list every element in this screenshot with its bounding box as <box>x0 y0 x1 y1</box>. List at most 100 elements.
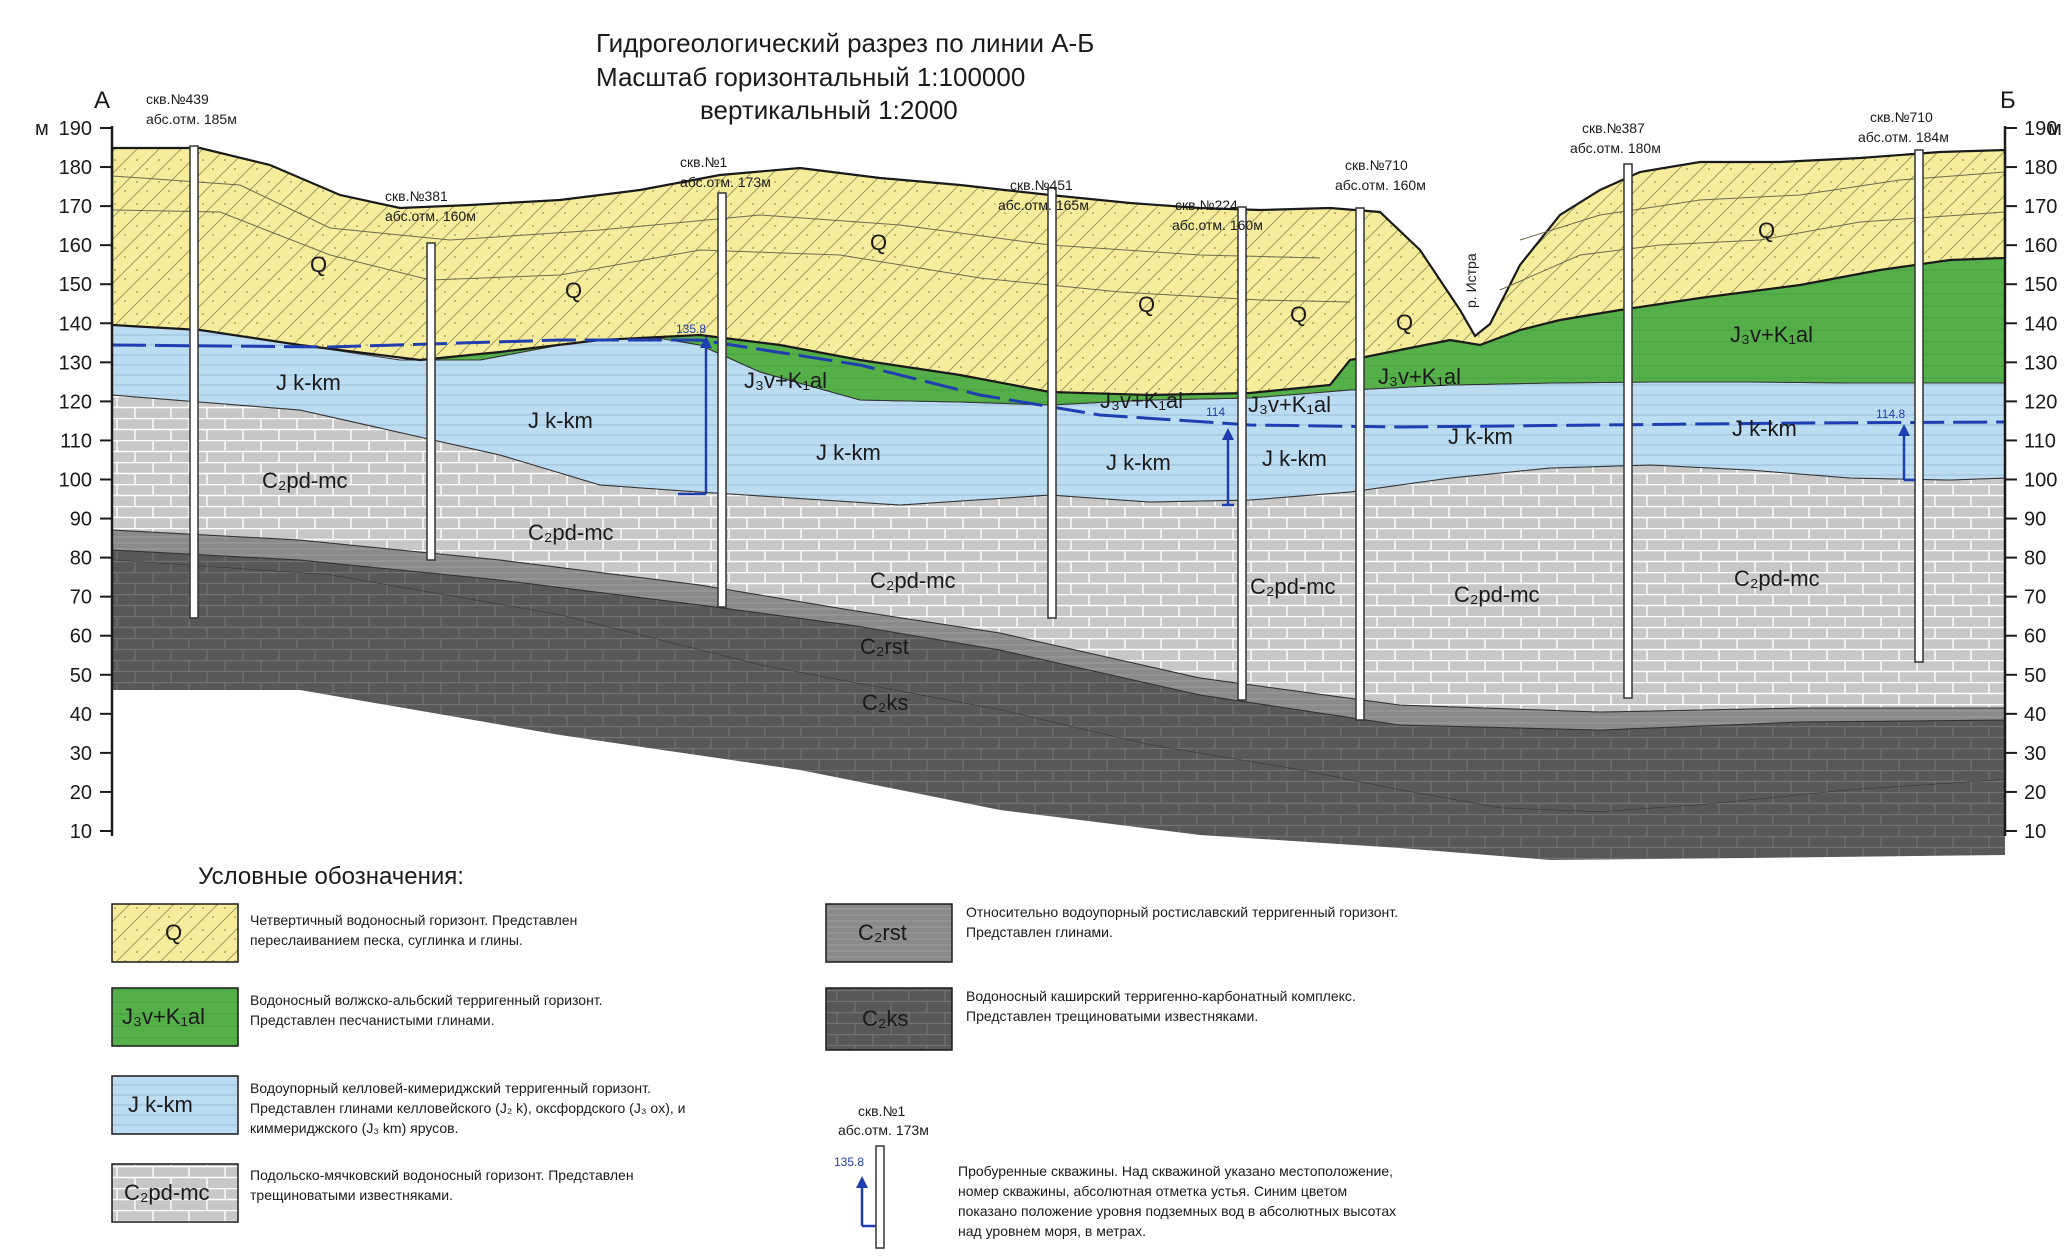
legend-well-elev: абс.отм. 173м <box>838 1122 929 1138</box>
legend-c2ks-desc-2: Представлен трещиноватыми известняками. <box>966 1008 1258 1024</box>
legend-swatch-q-label: Q <box>165 920 182 945</box>
axis-tick-label-right: 100 <box>2024 470 2057 492</box>
axis-tick-label-right: 50 <box>2024 665 2046 687</box>
legend-jk-desc-3: киммериджского (J₃ km) ярусов. <box>250 1120 458 1136</box>
axis-tick-label-right: 190 <box>2024 118 2057 140</box>
axis-tick-label-right: 150 <box>2024 274 2057 296</box>
section-unit-labels: Q Q Q Q Q Q Q J₃v+K₁al J₃v+K₁al J₃v+K₁al… <box>262 218 1820 715</box>
legend-c2pd-desc-2: трещиноватыми известняками. <box>250 1187 453 1203</box>
legend-well-water-level: 135.8 <box>834 1155 864 1169</box>
end-label-a: А <box>94 87 110 114</box>
well-710b-water-level: 114.8 <box>1876 407 1905 421</box>
label-c2pd-6: C₂pd-mc <box>1734 566 1820 591</box>
label-c2pd-1: C₂pd-mc <box>262 468 348 493</box>
groundwater-level-line <box>111 338 2006 429</box>
geologic-layers <box>110 146 2007 860</box>
well-381-elev: абс.отм. 160м <box>385 208 476 224</box>
axis-tick-label-left: 190 <box>59 118 92 140</box>
well-224-water-level: 114 <box>1206 405 1225 419</box>
label-q-3: Q <box>870 230 887 255</box>
legend-well-bore <box>875 1145 885 1249</box>
well-224-bore <box>1237 206 1247 701</box>
well-710b-elev: абс.отм. 184м <box>1858 129 1949 145</box>
well-451-name: скв.№451 <box>1010 177 1073 193</box>
axis-tick-label-right: 120 <box>2024 391 2057 413</box>
legend-well-name: скв.№1 <box>858 1103 905 1119</box>
label-q-5: Q <box>1290 302 1307 327</box>
axis-tick-label-left: 150 <box>59 274 92 296</box>
axis-tick-label-left: 50 <box>70 665 92 687</box>
axis-tick-label-left: 10 <box>70 821 92 843</box>
right-axis: м 19018017016015014013012011010090807060… <box>2003 118 2062 843</box>
legend-swatch-c2pd-label: C₂pd-mc <box>124 1180 210 1205</box>
axis-tick-label-right: 70 <box>2024 587 2046 609</box>
river-label: р. Истра <box>1463 253 1479 308</box>
label-c2pd-4: C₂pd-mc <box>1250 574 1336 599</box>
label-jk-2: J k-km <box>528 408 593 433</box>
axis-tick-label-right: 30 <box>2024 743 2046 765</box>
axis-tick-label-right: 130 <box>2024 352 2057 374</box>
label-c2ks: C₂ks <box>862 690 908 715</box>
axis-tick-label-right: 60 <box>2024 626 2046 648</box>
label-jk-3: J k-km <box>816 440 881 465</box>
label-c2pd-2: C₂pd-mc <box>528 520 614 545</box>
legend-swatch-q <box>111 903 239 963</box>
well-710a-elev: абс.отм. 160м <box>1335 177 1426 193</box>
axis-tick-label-right: 40 <box>2024 704 2046 726</box>
label-jk-7: J k-km <box>1732 416 1797 441</box>
well-710a-bore <box>1355 207 1365 721</box>
label-c2pd-5: C₂pd-mc <box>1454 582 1540 607</box>
legend-well-desc-3: показано положение уровня подземных вод … <box>958 1203 1396 1219</box>
axis-tick-label-right: 110 <box>2024 430 2056 452</box>
legend-swatch-c2ks <box>825 987 953 1051</box>
wells: скв.№439 абс.отм. 185м скв.№381 абс.отм.… <box>146 91 1949 721</box>
axis-tick-label-left: 70 <box>70 587 92 609</box>
layer-c2ks-lower <box>112 560 2005 860</box>
label-jk-5: J k-km <box>1262 446 1327 471</box>
title-line-2: Масштаб горизонтальный 1:100000 <box>596 62 1025 92</box>
axis-tick-label-right: 140 <box>2024 313 2057 335</box>
well-439-elev: абс.отм. 185м <box>146 111 237 127</box>
axis-tick-label-left: 180 <box>59 157 92 179</box>
axis-unit-right: м <box>2048 118 2062 140</box>
q-hairline-1 <box>111 209 1351 303</box>
legend-well-desc-1: Пробуренные скважины. Над скважиной указ… <box>958 1163 1393 1179</box>
legend-swatch-c2rst <box>825 903 953 963</box>
well-710b-name: скв.№710 <box>1870 109 1933 125</box>
legend-jk-desc-2: Представлен глинами келловейского (J₂ k)… <box>250 1100 685 1116</box>
legend-jk-desc-1: Водоупорный келловей-кимериджский терриг… <box>250 1080 651 1096</box>
legend-jv-desc-1: Водоносный волжско-альбский терригенный … <box>250 992 603 1008</box>
axis-tick-label-left: 170 <box>59 196 92 218</box>
axis-tick-label-left: 100 <box>59 470 92 492</box>
label-jv-2: J₃v+K₁al <box>1100 388 1183 413</box>
well-381-name: скв.№381 <box>385 188 448 204</box>
axis-tick-label-left: 160 <box>59 235 92 257</box>
well-1-water-level: 135.8 <box>676 322 706 336</box>
legend-c2rst-desc-2: Представлен глинами. <box>966 924 1113 940</box>
axis-tick-label-right: 90 <box>2024 509 2046 531</box>
well-439-name: скв.№439 <box>146 91 209 107</box>
well-439-bore <box>189 145 199 619</box>
label-q-2: Q <box>565 278 582 303</box>
legend-swatch-c2pd <box>111 1163 239 1223</box>
layer-q <box>110 146 2007 397</box>
axis-tick-label-right: 170 <box>2024 196 2057 218</box>
well-1-bore <box>717 192 727 608</box>
well-710a-name: скв.№710 <box>1345 157 1408 173</box>
axis-unit-left: м <box>35 118 49 140</box>
axis-tick-label-left: 20 <box>70 782 92 804</box>
title-line-3: вертикальный 1:2000 <box>700 95 958 125</box>
legend-well-desc-2: номер скважины, абсолютная отметка устья… <box>958 1183 1347 1199</box>
legend: Условные обозначения: Q Четвертичный вод… <box>111 863 1398 1249</box>
q-hairline-3 <box>1499 211 2006 291</box>
axis-tick-label-left: 60 <box>70 626 92 648</box>
well-387-bore <box>1623 163 1633 699</box>
well-710b-bore <box>1914 149 1924 663</box>
q-hairline-2 <box>111 175 1321 259</box>
well-381-bore <box>426 242 436 561</box>
legend-swatch-jv <box>111 987 239 1047</box>
legend-q-desc-2: переслаиванием песка, суглинка и глины. <box>250 932 523 948</box>
axis-tick-label-left: 90 <box>70 509 92 531</box>
well-387-elev: абс.отм. 180м <box>1570 140 1661 156</box>
